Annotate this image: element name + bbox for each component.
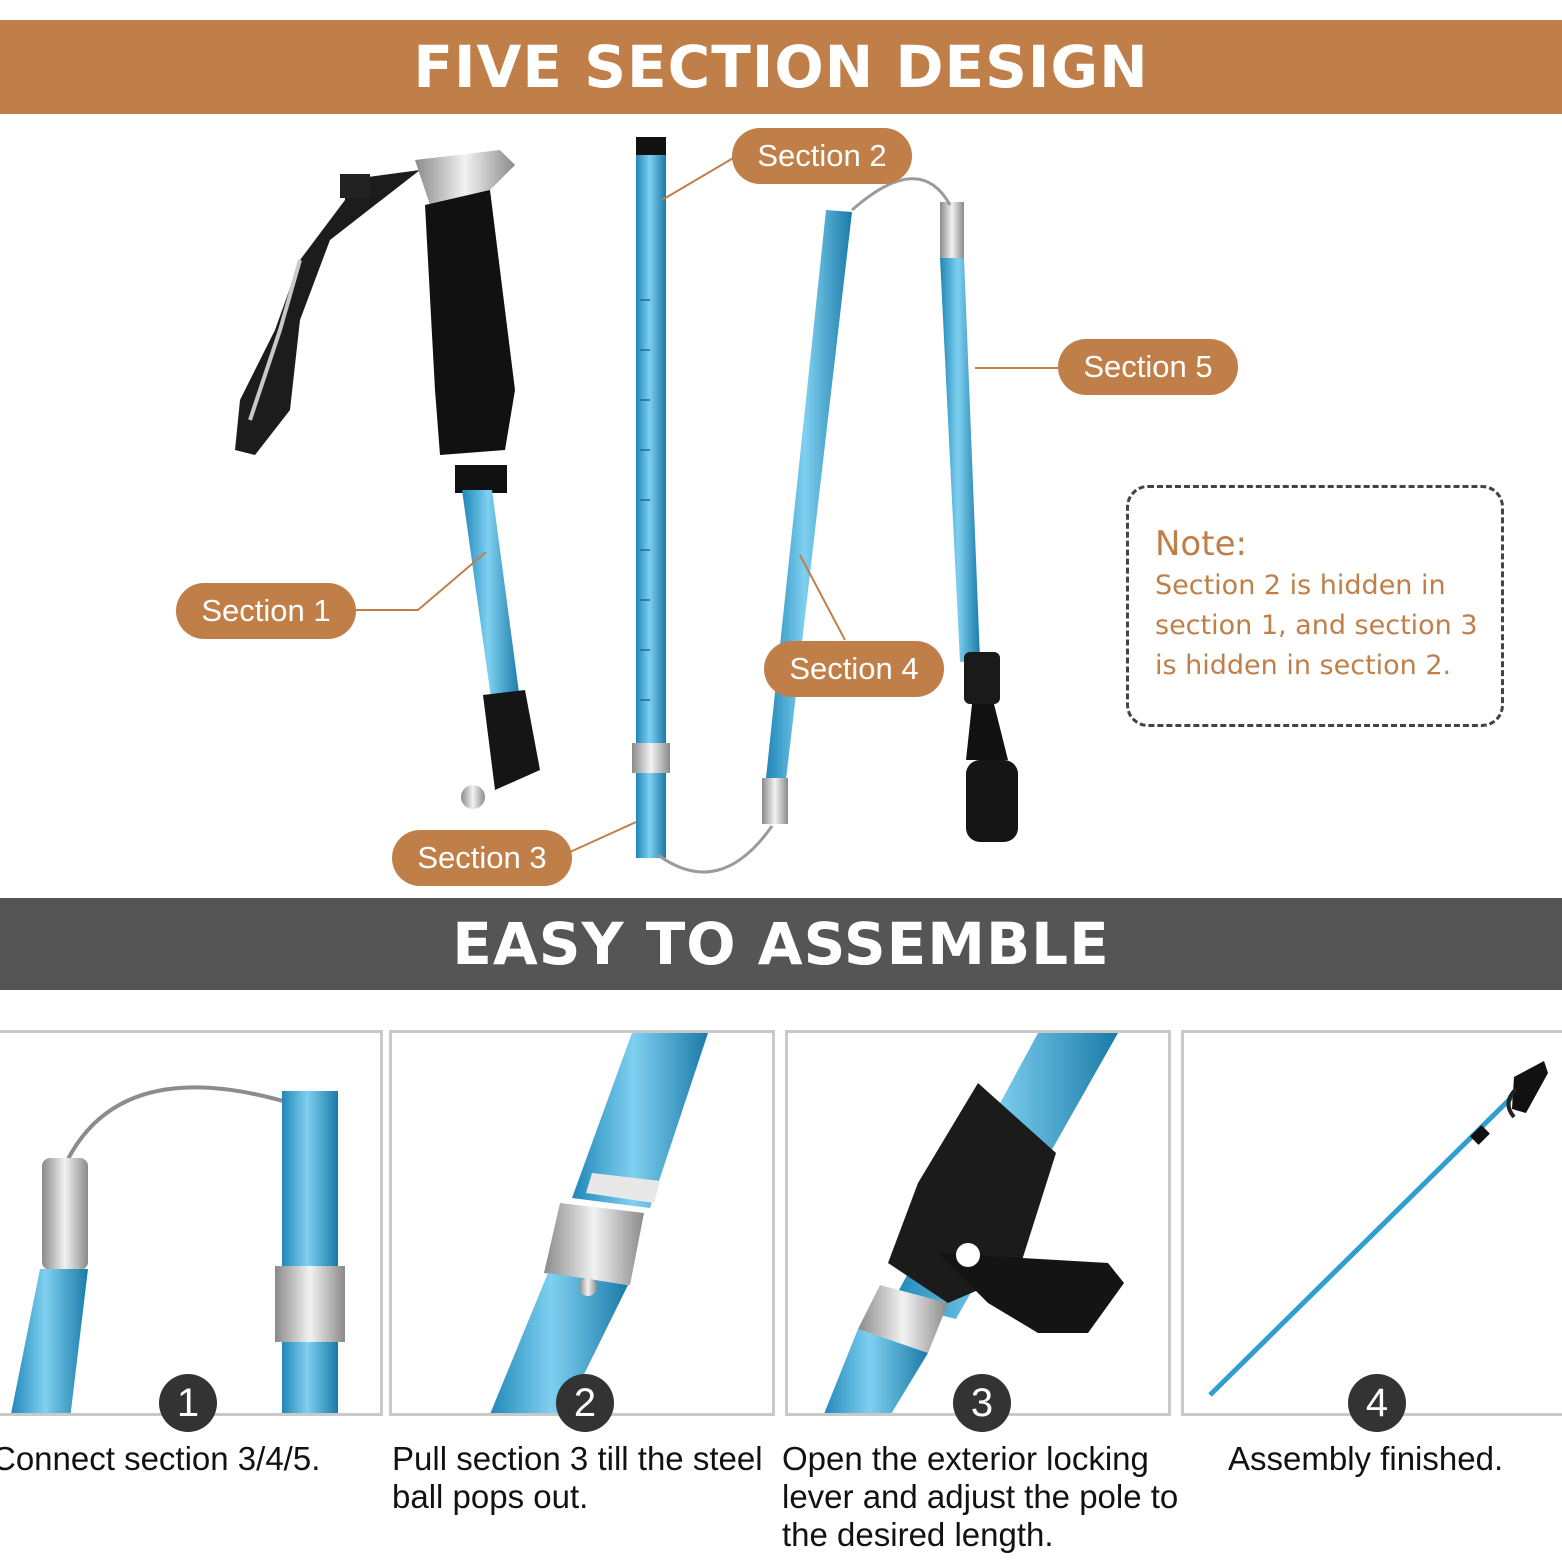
step-3-caption: Open the exterior locking lever and adju…: [782, 1440, 1179, 1553]
section-2-pole: [632, 137, 670, 858]
section-4-pole: [762, 210, 852, 824]
note-body: Section 2 is hidden in section 1, and se…: [1155, 570, 1478, 681]
step-4-image: [1181, 1030, 1562, 1416]
step-2-number: 2: [556, 1374, 614, 1432]
banner-title: EASY TO ASSEMBLE: [452, 910, 1110, 978]
rubber-tip: [966, 760, 1018, 842]
section-1-label: Section 1: [176, 583, 356, 639]
step-3-image: [785, 1030, 1171, 1416]
step-1-number: 1: [159, 1374, 217, 1432]
step-1-caption: Connect section 3/4/5.: [0, 1440, 321, 1477]
section-5-pole: [940, 202, 1018, 842]
handle-cap: [415, 150, 515, 205]
section-3-label: Section 3: [392, 830, 572, 886]
banner-title: FIVE SECTION DESIGN: [413, 33, 1149, 101]
note-box: Note: Section 2 is hidden in section 1, …: [1126, 485, 1504, 727]
step-1-image: [0, 1030, 383, 1416]
step-2-caption: Pull section 3 till the steel ball pops …: [392, 1440, 763, 1515]
step-3-number: 3: [953, 1374, 1011, 1432]
flick-lock: [483, 690, 540, 790]
section-4-label: Section 4: [764, 641, 944, 697]
trekking-pole-sections-illustration: [235, 137, 1058, 874]
cable-3-4: [657, 825, 774, 874]
step-4-caption: Assembly finished.: [1228, 1440, 1504, 1477]
easy-to-assemble-banner: EASY TO ASSEMBLE: [0, 898, 1562, 990]
foam-grip: [425, 190, 515, 455]
strap-buckle: [340, 174, 370, 198]
five-section-design-banner: FIVE SECTION DESIGN: [0, 20, 1562, 114]
step-4-number: 4: [1348, 1374, 1406, 1432]
note-title: Note:: [1155, 524, 1247, 564]
section-2-label: Section 2: [732, 128, 912, 184]
step-2-image: [389, 1030, 775, 1416]
section-1-pole: [235, 150, 540, 809]
cable-4-5: [851, 177, 952, 212]
section-5-label: Section 5: [1058, 339, 1238, 395]
